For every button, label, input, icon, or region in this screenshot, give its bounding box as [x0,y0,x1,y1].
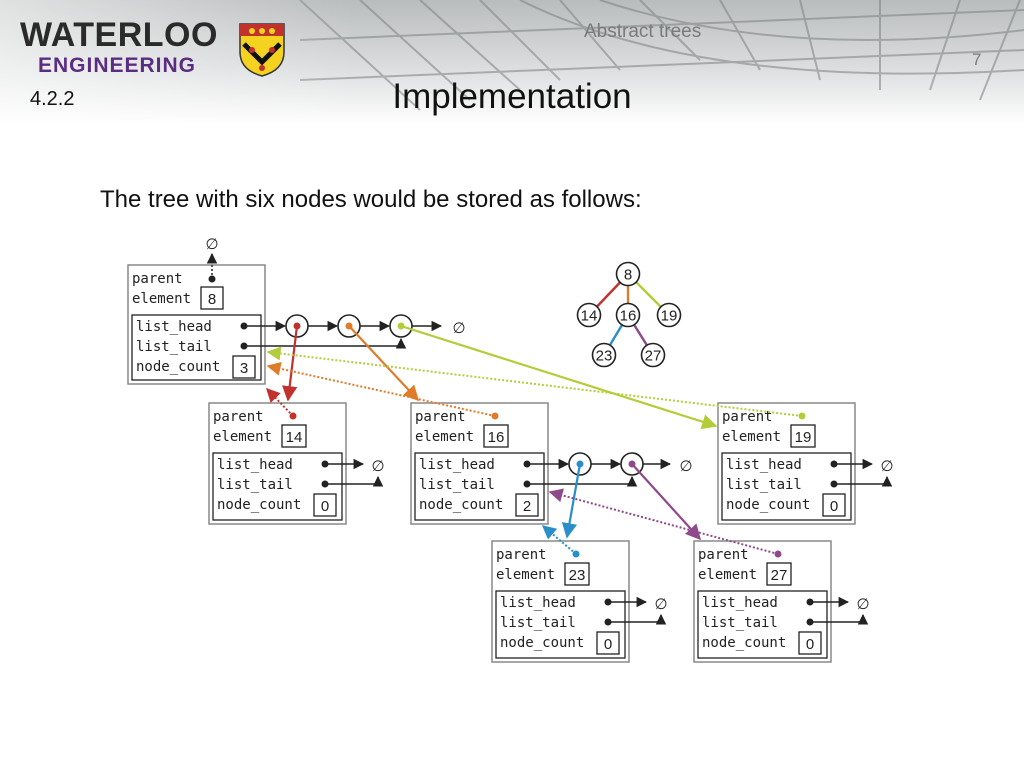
svg-text:8: 8 [624,267,632,284]
slide-number: 7 [972,50,982,69]
pointer-to-16 [348,325,420,402]
tree-node-23: 23 [591,342,617,368]
parent-pointer-19 [266,346,803,417]
svg-text:parent: parent [132,271,183,287]
pointer-to-19 [400,324,718,430]
svg-text:node_count: node_count [500,635,584,651]
node-count-value-23: 0 [604,636,612,653]
null-icon: ∅ [205,236,218,253]
node-count-value-16: 2 [523,498,531,515]
svg-text:parent: parent [722,409,773,425]
svg-text:27: 27 [645,348,662,365]
node-count-value-19: 0 [830,498,838,515]
node-box-8: parent element 8 list_head list_tail nod… [127,264,266,385]
parent-pointer-16 [266,361,496,417]
svg-text:list_head: list_head [702,595,778,611]
null-icon: ∅ [679,458,692,475]
abstract-tree: 8 14 16 19 23 27 [576,261,682,368]
node-box-16: parent element 16 list_head list_tail no… [410,402,549,525]
pointer-to-27 [631,463,702,541]
svg-text:list_tail: list_tail [726,477,802,493]
logo-engineering: ENGINEERING [38,54,197,77]
element-value-14: 14 [286,429,303,446]
element-value-16: 16 [488,429,505,446]
null-icon: ∅ [452,320,465,337]
null-icon: ∅ [371,458,384,475]
svg-text:element: element [496,567,555,583]
svg-text:element: element [132,291,191,307]
svg-text:list_head: list_head [419,457,495,473]
logo-waterloo: WATERLOO [20,16,218,54]
tree-node-16: 16 [615,302,641,328]
svg-text:parent: parent [496,547,547,563]
tree-node-19: 19 [656,302,682,328]
course-title: Abstract trees [584,21,702,42]
svg-text:list_tail: list_tail [419,477,495,493]
svg-text:list_head: list_head [217,457,293,473]
slide-title: Implementation [392,77,632,116]
tree-node-8: 8 [615,261,641,287]
svg-text:list_tail: list_tail [217,477,293,493]
svg-text:23: 23 [596,348,613,365]
svg-text:list_tail: list_tail [500,615,576,631]
pointer-to-14 [282,325,299,402]
svg-text:node_count: node_count [217,497,301,513]
header-background [0,0,1024,125]
svg-text:list_tail: list_tail [136,339,212,355]
svg-text:node_count: node_count [702,635,786,651]
svg-text:list_head: list_head [726,457,802,473]
svg-text:node_count: node_count [726,497,810,513]
svg-text:node_count: node_count [136,359,220,375]
node-count-value-14: 0 [321,498,329,515]
svg-text:list_tail: list_tail [702,615,778,631]
svg-text:node_count: node_count [419,497,503,513]
intro-text: The tree with six nodes would be stored … [100,186,642,213]
svg-text:list_head: list_head [500,595,576,611]
node-count-value-8: 3 [240,360,248,377]
crest-icon [239,23,285,77]
element-value-27: 27 [771,567,788,584]
null-icon: ∅ [654,596,667,613]
parent-pointer-27 [548,488,779,555]
node-count-value-27: 0 [806,636,814,653]
svg-text:19: 19 [661,308,678,325]
node-box-14: parent element 14 list_head list_tail no… [208,402,347,525]
element-value-19: 19 [795,429,812,446]
svg-text:16: 16 [620,308,637,325]
element-value-23: 23 [569,567,586,584]
node-box-19: parent element 19 list_head list_tail no… [717,402,856,525]
section-number: 4.2.2 [30,88,75,110]
svg-text:14: 14 [581,308,598,325]
svg-text:parent: parent [698,547,749,563]
svg-text:element: element [722,429,781,445]
tree-node-14: 14 [576,302,602,328]
svg-text:element: element [415,429,474,445]
null-icon: ∅ [856,596,869,613]
parent-pointer-23 [541,525,577,555]
null-icon: ∅ [880,458,893,475]
tree-node-27: 27 [640,342,666,368]
svg-text:element: element [213,429,272,445]
svg-text:element: element [698,567,757,583]
svg-text:parent: parent [213,409,264,425]
pointer-to-23 [561,463,582,539]
svg-text:parent: parent [415,409,466,425]
element-value-8: 8 [208,291,216,308]
svg-text:list_head: list_head [136,319,212,335]
